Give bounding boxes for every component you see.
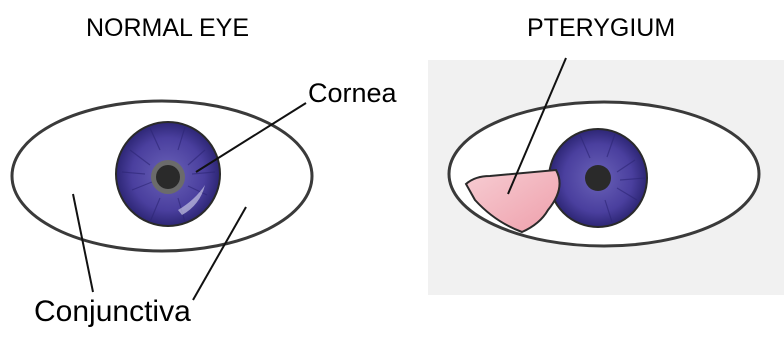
pterygium-title: PTERYGIUM <box>527 14 675 43</box>
normal-eye <box>12 101 312 300</box>
normal-eye-title: NORMAL EYE <box>86 14 249 43</box>
normal-pupil <box>156 165 180 189</box>
pterygium-pupil <box>585 165 611 191</box>
conjunctiva-label: Conjunctiva <box>34 295 191 329</box>
cornea-label: Cornea <box>308 78 397 109</box>
